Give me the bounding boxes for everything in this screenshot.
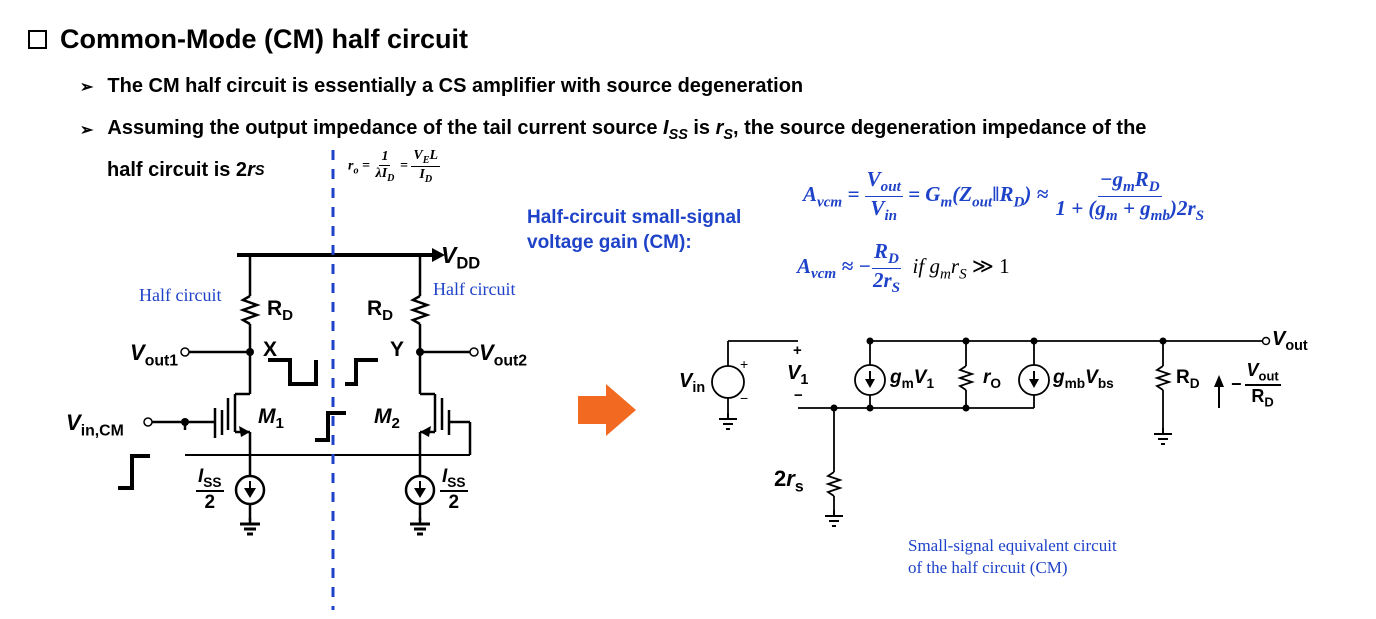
rd-right-label: RD: [367, 297, 394, 325]
checkbox-bullet-icon: [28, 30, 47, 49]
vout-label: Vout: [1272, 328, 1308, 354]
v1-label: V1: [787, 362, 809, 388]
m2-label: M2: [374, 405, 400, 433]
vout2-label: Vout2: [479, 340, 528, 370]
two-rs-label: 2rs: [774, 466, 804, 496]
node-y-label: Y: [390, 338, 405, 361]
node-x-label: X: [263, 338, 278, 361]
vin-label: Vin: [679, 370, 706, 396]
arrow-bullet-icon: ➢: [80, 78, 94, 96]
bullet-2-text: Assuming the output impedance of the tai…: [107, 117, 1147, 143]
arrow-bullet-icon: ➢: [80, 122, 94, 139]
bullet-1-text: The CM half circuit is essentially a CS …: [107, 75, 804, 97]
bullet-2: ➢ Assuming the output impedance of the t…: [80, 117, 1146, 143]
bullet-1: ➢ The CM half circuit is essentially a C…: [80, 75, 803, 98]
gm-v1-label: gmV1: [890, 367, 935, 391]
small-signal-caption: Small-signal equivalent circuit of the h…: [908, 536, 1117, 577]
half-circuit-left-label: Half circuit: [139, 285, 222, 305]
transform-arrow-icon: [578, 384, 636, 436]
vin-cm-label: Vin,CM: [66, 410, 124, 440]
vout1-label: Vout1: [130, 340, 179, 370]
gmb-vbs-label: gmbVbs: [1053, 367, 1114, 391]
half-circuit-right-label: Half circuit: [433, 279, 516, 299]
vin-minus-sign: −: [740, 390, 749, 406]
rd-left-label: RD: [267, 297, 294, 325]
slide-title-text: Common-Mode (CM) half circuit: [60, 24, 468, 54]
gain-label: Half-circuit small-signal voltage gain (…: [527, 207, 742, 253]
slide-title: Common-Mode (CM) half circuit: [28, 24, 468, 55]
vout-over-rd-label: − Vout RD: [1231, 360, 1281, 410]
m1-label: M1: [258, 405, 284, 433]
ro-label: rO: [983, 367, 1002, 391]
v1-minus-sign: −: [794, 387, 803, 404]
vin-plus-sign: +: [740, 356, 749, 372]
v1-plus-sign: +: [793, 342, 802, 359]
vdd-label: VDD: [441, 242, 481, 273]
rd-small-signal-label: RD: [1176, 367, 1200, 391]
